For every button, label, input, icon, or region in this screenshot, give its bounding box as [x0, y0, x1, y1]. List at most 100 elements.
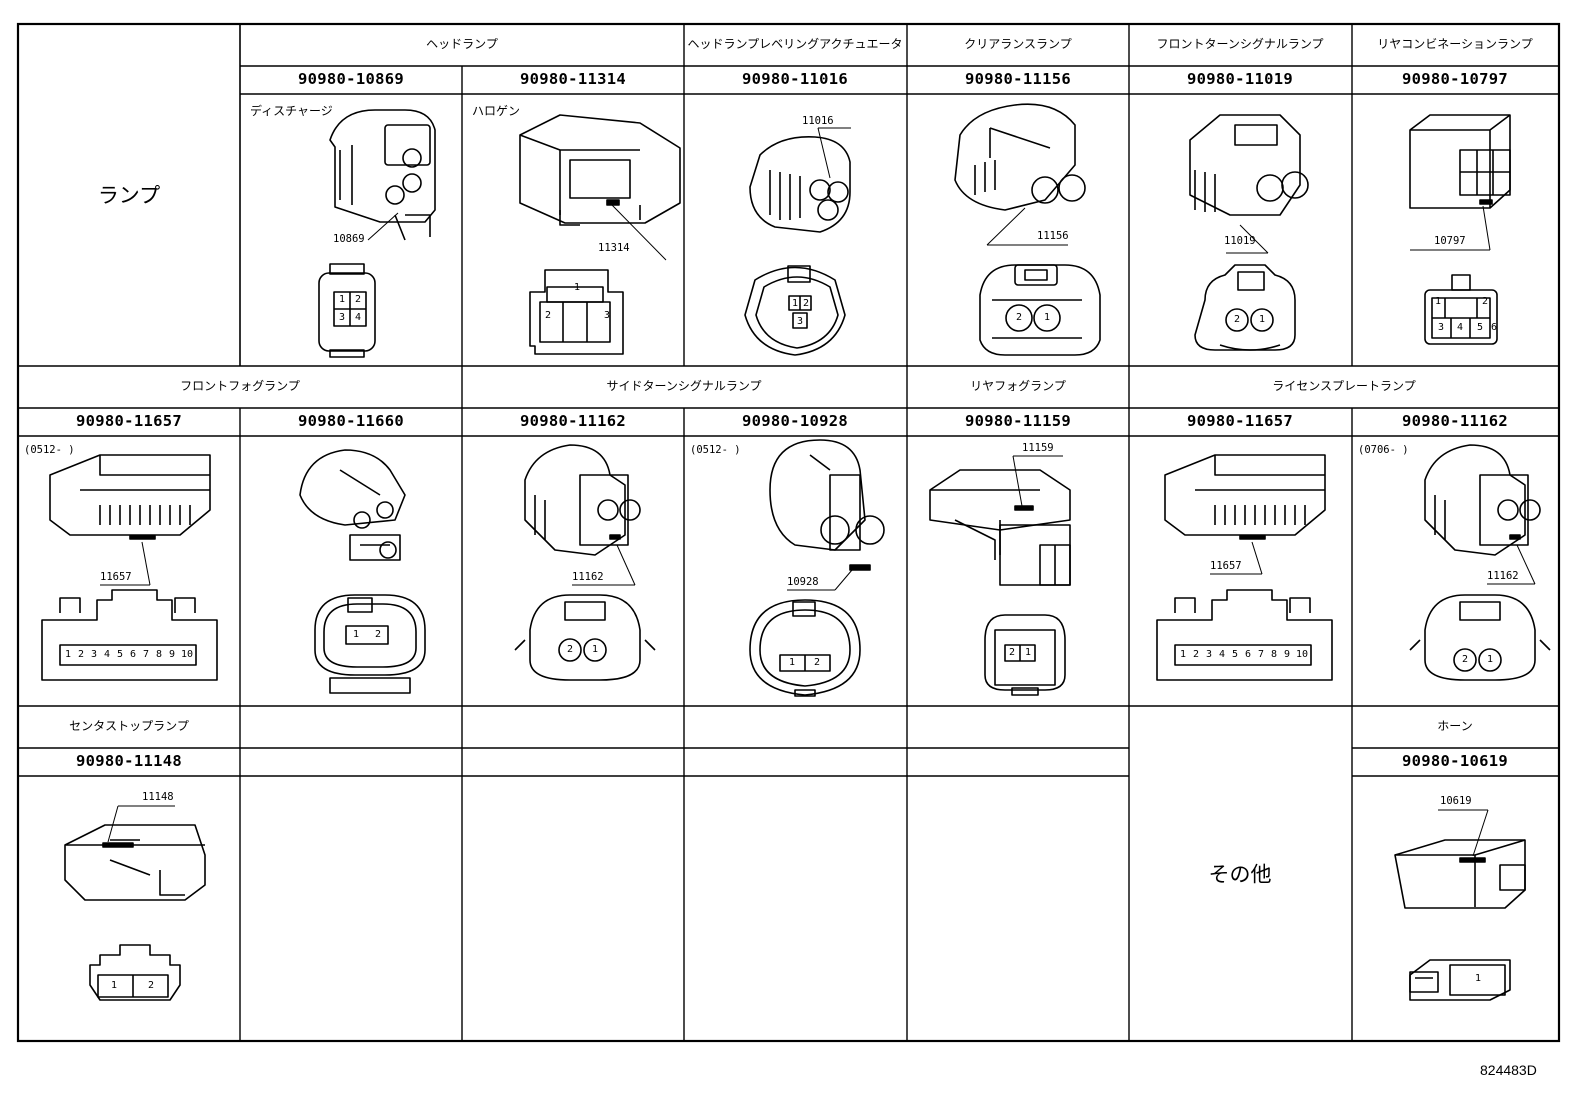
part-number: 90980-11660 — [298, 412, 404, 430]
part-number: 90980-11148 — [76, 752, 182, 770]
category-front-turn-signal-lamp: フロントターンシグナルランプ — [1156, 37, 1324, 51]
connector-11019-face — [1194, 264, 1296, 351]
connector-11660-iso — [299, 449, 406, 561]
connector-11657-iso — [49, 454, 211, 540]
production-date: (0706- ) — [1358, 444, 1409, 456]
pin-label: 6 — [1490, 322, 1498, 333]
connector-10619-face — [1409, 959, 1511, 1001]
production-date: (0512- ) — [690, 444, 741, 456]
part-number: 90980-11162 — [520, 412, 626, 430]
category-rear-combination-lamp: リヤコンビネーションランプ — [1377, 37, 1533, 51]
pin-label: 2 — [1461, 654, 1469, 665]
pin-label: 1 — [338, 294, 346, 305]
connector-code: 10869 — [333, 233, 365, 245]
connector-10797-face — [1424, 274, 1498, 345]
connector-11314-iso — [519, 114, 681, 226]
connector-10928-iso — [769, 439, 885, 571]
connector-code: 11019 — [1224, 235, 1256, 247]
pin-label: 4 — [354, 312, 362, 323]
connector-11657b-iso — [1164, 454, 1326, 540]
connector-10619-iso — [1394, 839, 1526, 909]
category-rear-fog-lamp: リヤフォグランプ — [970, 379, 1066, 393]
other-label: その他 — [1208, 862, 1272, 887]
part-number: 90980-10619 — [1402, 752, 1508, 770]
connector-11162b-iso — [1424, 444, 1541, 556]
reference-number: 824483D — [1480, 1062, 1537, 1078]
category-clearance-lamp: クリアランスランプ — [964, 37, 1072, 51]
pin-label: 2 — [374, 629, 382, 640]
part-number: 90980-10928 — [742, 412, 848, 430]
pin-label: 3 — [796, 316, 804, 327]
pin-label: 5 — [1476, 322, 1484, 333]
pin-label: 2 — [813, 657, 821, 668]
connector-code: 10797 — [1434, 235, 1466, 247]
pin-label: 10 — [1295, 649, 1309, 660]
connector-11016-iso — [749, 136, 851, 233]
pin-label: 8 — [1270, 649, 1278, 660]
part-number: 90980-11657 — [1187, 412, 1293, 430]
pin-label: 1 — [1434, 296, 1442, 307]
category-license-plate-lamp: ライセンスプレートランプ — [1272, 379, 1416, 393]
connector-10869-face — [318, 263, 376, 358]
pin-label: 1 — [788, 657, 796, 668]
connector-code: 11016 — [802, 115, 834, 127]
category-headlamp-leveling-actuator: ヘッドランプレベリングアクチュエータ — [687, 37, 903, 51]
connector-11159-iso — [929, 469, 1071, 586]
connector-code: 11162 — [1487, 570, 1519, 582]
pin-label: 6 — [1244, 649, 1252, 660]
connector-11162b-face — [1409, 594, 1551, 681]
pin-label: 2 — [77, 649, 85, 660]
pin-label: 4 — [1456, 322, 1464, 333]
connector-11148-face — [89, 944, 181, 1001]
pin-label: 2 — [802, 298, 810, 309]
connector-11019-iso — [1189, 114, 1309, 216]
pin-label: 2 — [1008, 647, 1016, 658]
pin-label: 1 — [591, 644, 599, 655]
pin-label: 3 — [338, 312, 346, 323]
connector-10797-iso — [1409, 114, 1511, 209]
connector-10869-iso — [329, 109, 436, 241]
pin-label: 2 — [566, 644, 574, 655]
pin-label: 1 — [1258, 314, 1266, 325]
pin-label: 1 — [1474, 973, 1482, 984]
connector-code: 11156 — [1037, 230, 1069, 242]
pin-label: 3 — [1437, 322, 1445, 333]
category-headlamp: ヘッドランプ — [426, 37, 498, 51]
pin-label: 6 — [129, 649, 137, 660]
connector-11314-face — [529, 269, 624, 355]
production-date: (0512- ) — [24, 444, 75, 456]
pin-label: 2 — [1015, 312, 1023, 323]
connector-code: 11162 — [572, 571, 604, 583]
part-number: 90980-11159 — [965, 412, 1071, 430]
part-number: 90980-11314 — [520, 70, 626, 88]
connector-11156-face — [979, 264, 1101, 356]
note-halogen: ハロゲン — [472, 104, 521, 118]
connector-code: 11657 — [1210, 560, 1242, 572]
pin-label: 1 — [1486, 654, 1494, 665]
connector-code: 11314 — [598, 242, 630, 254]
pin-label: 4 — [103, 649, 111, 660]
connector-11162-iso — [524, 444, 641, 556]
pin-label: 1 — [352, 629, 360, 640]
connector-10928-face — [749, 599, 861, 697]
category-front-fog-lamp: フロントフォグランプ — [180, 379, 300, 393]
pin-label: 8 — [155, 649, 163, 660]
pin-label: 7 — [1257, 649, 1265, 660]
part-number: 90980-11657 — [76, 412, 182, 430]
connector-11016-face — [744, 265, 846, 356]
pin-label: 1 — [1024, 647, 1032, 658]
connector-11148-iso — [64, 824, 206, 901]
pin-label: 2 — [354, 294, 362, 305]
part-number: 90980-11162 — [1402, 412, 1508, 430]
connector-11657-face — [41, 589, 218, 681]
pin-label: 1 — [1043, 312, 1051, 323]
pin-label: 5 — [1231, 649, 1239, 660]
connector-11657b-face — [1156, 589, 1333, 681]
part-number: 90980-11019 — [1187, 70, 1293, 88]
pin-label: 2 — [1481, 296, 1489, 307]
connector-11660-face — [314, 594, 426, 694]
pin-label: 1 — [791, 298, 799, 309]
part-number: 90980-11016 — [742, 70, 848, 88]
